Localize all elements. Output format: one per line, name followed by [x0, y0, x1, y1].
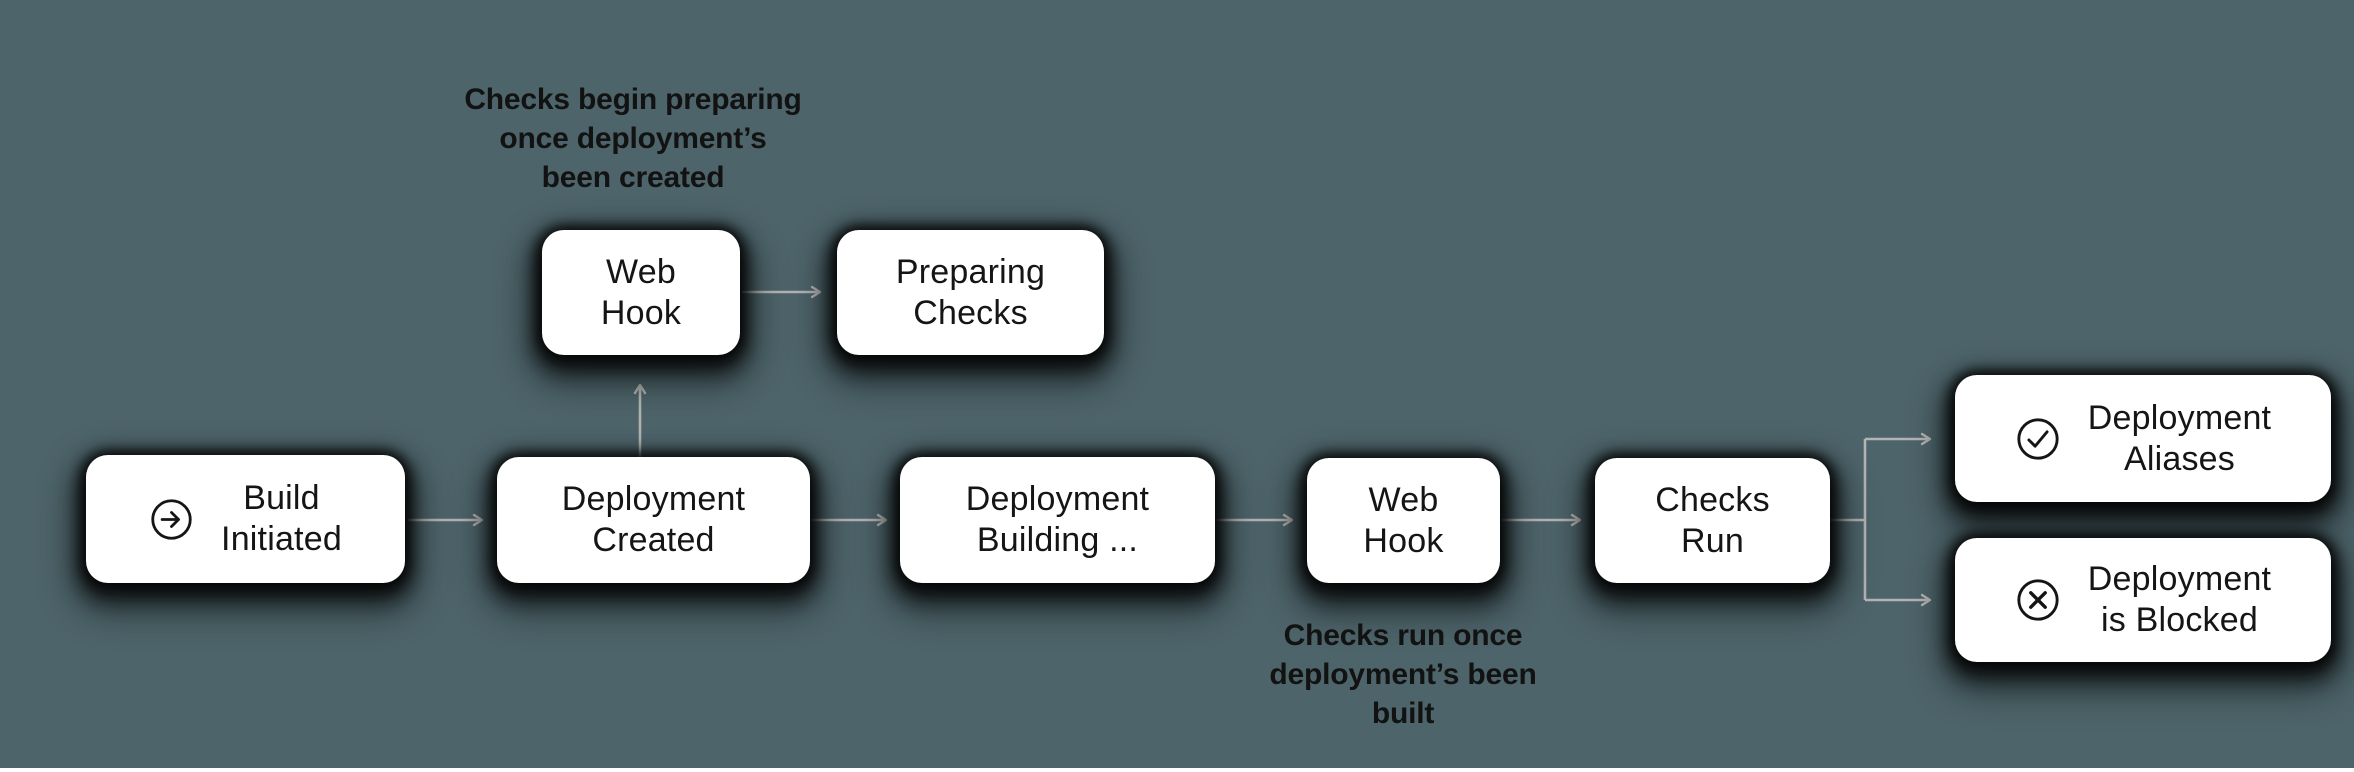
node-label-line: Checks — [913, 293, 1028, 332]
node-label: Build Initiated — [221, 478, 342, 560]
node-label-line: Preparing — [895, 252, 1046, 291]
node-label-line: Deployment — [561, 480, 746, 518]
node-web-hook-top: Web Hook — [542, 230, 740, 355]
annotation-line: Checks run once — [1283, 619, 1523, 652]
annotation-checks-begin: Checks begin preparing once deployment’s… — [373, 80, 893, 197]
annotation-checks-run: Checks run once deployment’s been built — [1143, 616, 1663, 733]
node-deployment-aliases: Deployment Aliases — [1955, 375, 2331, 502]
node-deployment-building: Deployment Building ... — [900, 457, 1215, 583]
annotation-line: built — [1371, 697, 1435, 730]
node-label: Deployment Building ... — [966, 479, 1149, 561]
node-label-line: Build — [243, 479, 320, 517]
annotation-line: been created — [541, 161, 725, 194]
annotation-line: Checks begin preparing — [464, 83, 802, 116]
node-deployment-created: Deployment Created — [497, 457, 810, 583]
node-label: Preparing Checks — [896, 252, 1045, 334]
node-label-line: Initiated — [221, 520, 342, 558]
node-label-line: Web — [606, 252, 676, 291]
node-label: Web Hook — [601, 252, 681, 334]
check-circle-icon — [2017, 417, 2059, 460]
annotation-line: once deployment’s — [499, 122, 767, 155]
node-label-line: Run — [1681, 521, 1744, 560]
annotation-line: deployment’s been — [1269, 658, 1537, 691]
node-label-line: Building ... — [976, 521, 1139, 559]
arrow-right-circle-icon — [151, 498, 192, 540]
node-label-line: Aliases — [2123, 439, 2235, 478]
node-label-line: Deployment — [2087, 560, 2272, 598]
node-label: Checks Run — [1655, 480, 1770, 562]
node-web-hook-bottom: Web Hook — [1307, 458, 1500, 583]
node-label-line: Checks — [1655, 480, 1770, 519]
node-label-line: Deployment — [965, 480, 1150, 518]
node-label: Deployment Created — [562, 479, 745, 561]
node-label-line: Deployment — [2087, 398, 2272, 437]
bottom-edge-strip — [0, 768, 2354, 772]
node-label-line: Web — [1368, 480, 1439, 519]
node-build-initiated: Build Initiated — [86, 455, 405, 583]
node-preparing-checks: Preparing Checks — [837, 230, 1104, 355]
node-checks-run: Checks Run — [1595, 458, 1830, 583]
node-label-line: Hook — [1363, 521, 1444, 560]
node-label-line: Created — [592, 521, 715, 559]
node-label: Deployment is Blocked — [2088, 559, 2271, 641]
node-label: Deployment Aliases — [2088, 398, 2271, 480]
node-deployment-blocked: Deployment is Blocked — [1955, 538, 2331, 662]
node-label-line: is Blocked — [2101, 601, 2258, 639]
node-label: Web Hook — [1363, 480, 1443, 562]
node-label-line: Hook — [600, 293, 682, 332]
x-circle-icon — [2017, 579, 2059, 621]
